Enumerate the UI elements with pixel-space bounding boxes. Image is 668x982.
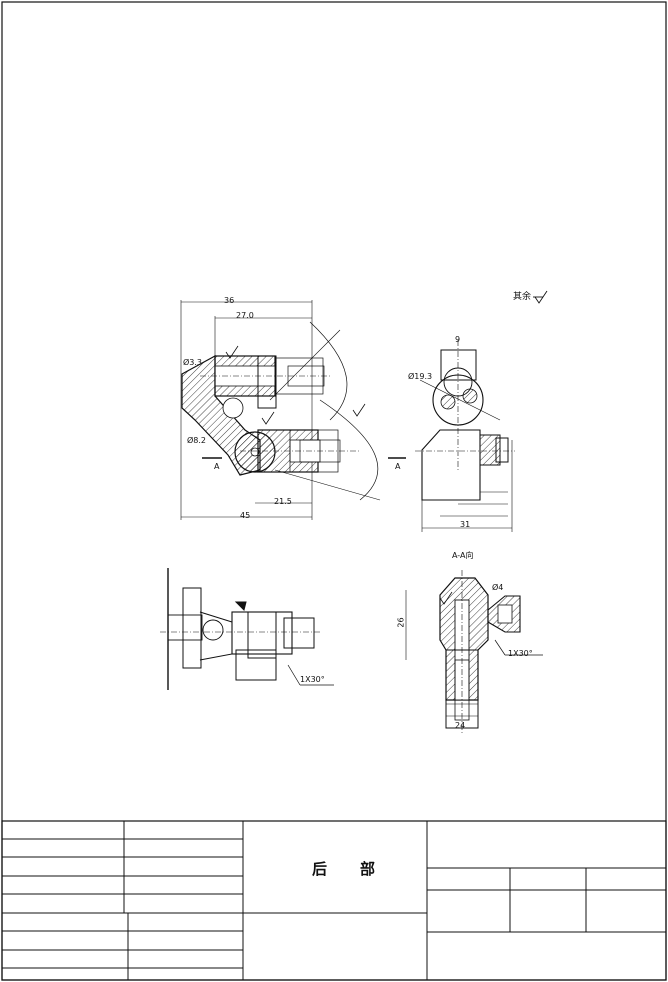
chamfer-note-left: 1X30°	[300, 675, 325, 684]
dim-phi-4: Ø4	[492, 583, 504, 592]
dim-21-5: 21.5	[274, 497, 292, 506]
bottom-view	[160, 568, 334, 690]
dim-9: 9	[455, 335, 461, 344]
dim-45: 45	[240, 511, 251, 520]
dim-phi-19-3: Ø19.3	[408, 372, 433, 381]
roughness-symbol	[534, 290, 548, 304]
front-view	[180, 300, 406, 520]
side-view	[415, 340, 515, 532]
surface-finish-note: 其余	[513, 292, 532, 302]
section-mark-right: A	[395, 462, 401, 471]
dim-36: 36	[224, 296, 235, 305]
dim-phi-8-2: Ø8.2	[187, 436, 207, 445]
chamfer-note-right: 1X30°	[508, 649, 533, 658]
dim-24: 24	[455, 721, 466, 730]
part-name-char-1: 后	[312, 860, 329, 878]
part-name-char-2: 部	[360, 860, 377, 878]
section-view	[405, 570, 543, 735]
section-mark-left: A	[214, 462, 220, 471]
section-view-label: A-A向	[452, 551, 474, 560]
dim-31: 31	[460, 520, 471, 529]
dim-26: 26	[396, 617, 406, 628]
title-block-grid	[1, 820, 667, 981]
dim-phi-3-3: Ø3.3	[183, 358, 203, 367]
dim-27: 27.0	[236, 311, 254, 320]
